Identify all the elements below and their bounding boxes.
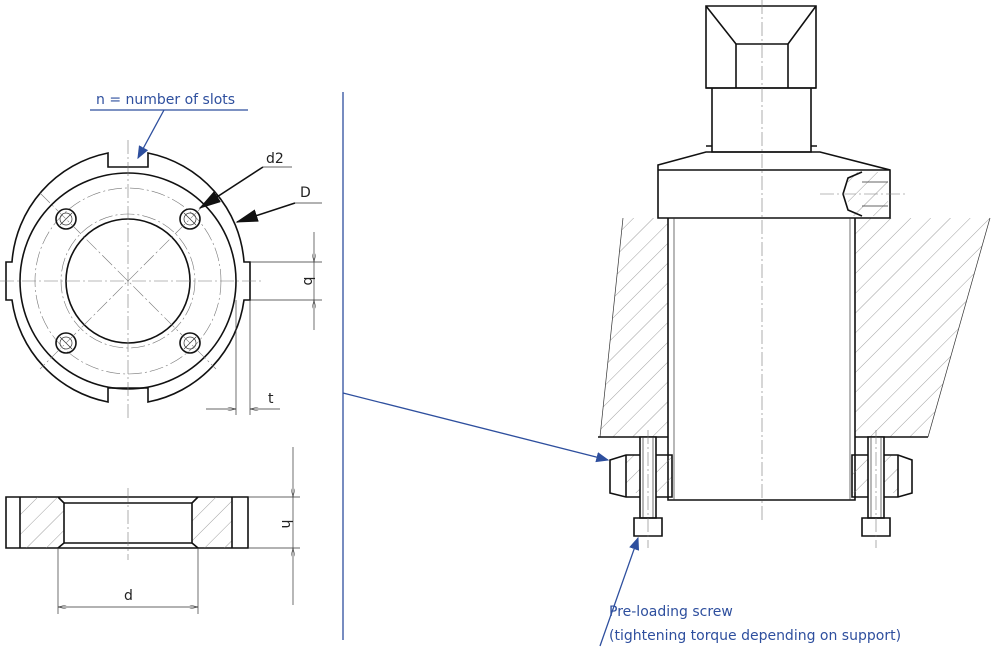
preload-label-line1: Pre-loading screw [609, 604, 733, 620]
d-label: d [124, 588, 133, 604]
b-label: b [300, 277, 316, 286]
bolt-hole [55, 332, 77, 354]
nut-top-view: n = number of slots d2 D b t [0, 92, 322, 420]
nut-section-view: h d [5, 447, 300, 614]
assembly-view: Pre-loading screw (tightening torque dep… [342, 0, 991, 647]
bolt-hole [179, 332, 201, 354]
bolt-hole [179, 208, 201, 230]
bolt-hole [55, 208, 77, 230]
preload-label-line2: (tightening torque depending on support) [609, 628, 901, 644]
t-label: t [268, 391, 274, 407]
D-label: D [300, 185, 311, 201]
d2-label: d2 [266, 151, 284, 167]
slot-count-label: n = number of slots [96, 92, 235, 108]
h-label: h [278, 520, 294, 529]
